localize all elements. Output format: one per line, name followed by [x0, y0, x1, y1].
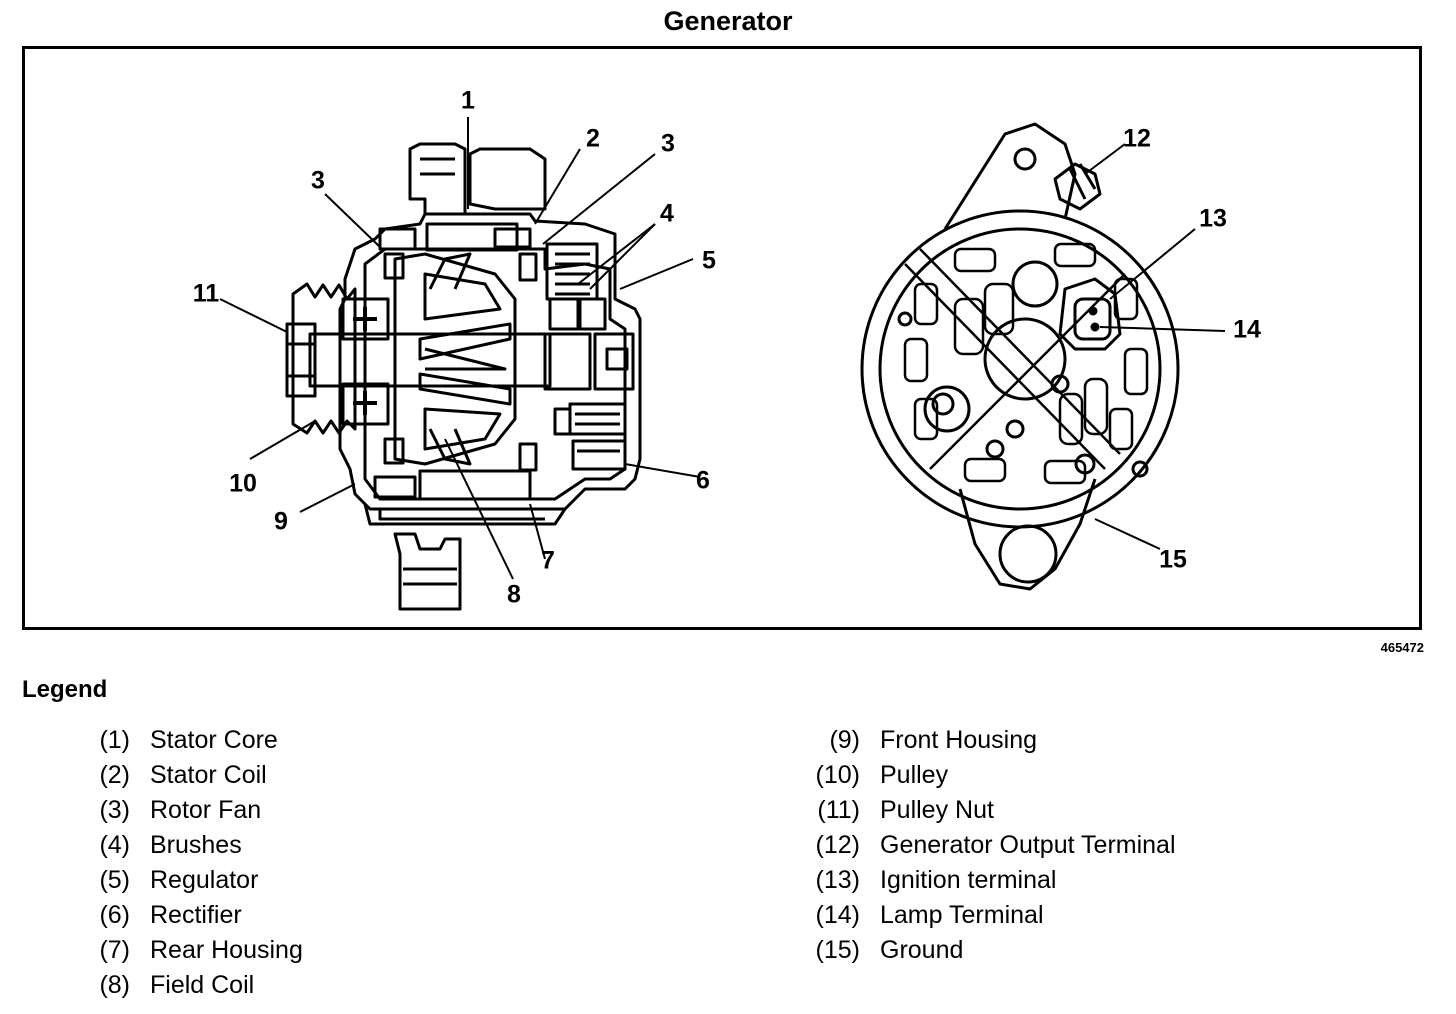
legend-left-column: (1) Stator Core (2) Stator Coil (3) Rotor F…: [60, 726, 303, 1006]
legend-number: (6): [99, 901, 130, 929]
generator-diagram: [219, 117, 1226, 611]
legend-number: (8): [99, 971, 130, 999]
legend-text: Pulley: [880, 761, 949, 789]
callout-4: 4: [660, 199, 674, 228]
legend-text: Ground: [880, 936, 964, 964]
diagram-frame: 1 2 3 3 4 5 6 7 8 9 10 11 12 13 14 15: [22, 46, 1422, 630]
brush-assembly: [543, 242, 635, 391]
legend-item: (4) Brushes: [60, 831, 303, 866]
callout-8: 8: [507, 580, 521, 609]
legend-number: (14): [815, 901, 860, 929]
legend-item: (1) Stator Core: [60, 726, 303, 761]
legend-item: (12) Generator Output Terminal: [790, 831, 1176, 866]
legend-item: (8) Field Coil: [60, 971, 303, 1006]
legend-text: Generator Output Terminal: [880, 831, 1176, 859]
cross-section-view: [285, 142, 642, 611]
legend-number: (15): [815, 936, 860, 964]
stator-core-bottom: [418, 469, 532, 501]
legend-number: (12): [815, 831, 860, 859]
legend-text: Brushes: [150, 831, 242, 859]
rotor-claws: [393, 252, 517, 466]
legend-text: Ignition terminal: [880, 866, 1057, 894]
legend-text: Field Coil: [150, 971, 255, 999]
callout-14: 14: [1233, 315, 1261, 344]
housing-body: [860, 209, 1180, 529]
legend-text: Lamp Terminal: [880, 901, 1044, 929]
rectifier: [553, 402, 627, 471]
legend-number: (10): [815, 761, 860, 789]
legend-number: (1): [99, 726, 130, 754]
legend-text: Pulley Nut: [880, 796, 994, 824]
callout-9: 9: [274, 507, 288, 536]
legend-number: (2): [99, 761, 130, 789]
pulley: [291, 282, 357, 435]
pulley-nut: [285, 322, 317, 398]
legend-number: (11): [817, 796, 860, 824]
housing-outline: [338, 212, 642, 511]
center-boss: [983, 317, 1067, 401]
lower-connector: [393, 532, 462, 611]
figure-number: 465472: [1380, 640, 1424, 655]
legend-item: (7) Rear Housing: [60, 936, 303, 971]
legend-text: Stator Coil: [150, 761, 267, 789]
stator-core-top: [425, 222, 519, 252]
top-mounting-ear: [943, 122, 1077, 230]
terminal-connector: [1058, 277, 1122, 351]
legend-item: (5) Regulator: [60, 866, 303, 901]
legend-item: (14) Lamp Terminal: [790, 901, 1176, 936]
legend-item: (9) Front Housing: [790, 726, 1176, 761]
callout-13: 13: [1199, 204, 1227, 233]
callout-5: 5: [702, 246, 716, 275]
callout-3-left: 3: [311, 166, 325, 195]
top-connector-2: [468, 147, 547, 211]
callout-12: 12: [1123, 124, 1151, 153]
legend-number: (3): [99, 796, 130, 824]
legend-item: (10) Pulley: [790, 761, 1176, 796]
legend-text: Rear Housing: [150, 936, 303, 964]
legend-item: (13) Ignition terminal: [790, 866, 1176, 901]
legend-number: (9): [829, 726, 860, 754]
legend-item: (15) Ground: [790, 936, 1176, 971]
legend-number: (13): [815, 866, 860, 894]
legend-text: Rectifier: [150, 901, 242, 929]
callout-3-right: 3: [661, 129, 675, 158]
legend-item: (2) Stator Coil: [60, 761, 303, 796]
vent-slots: [903, 242, 1149, 485]
legend-number: (5): [99, 866, 130, 894]
callout-15: 15: [1159, 545, 1187, 574]
legend-item: (6) Rectifier: [60, 901, 303, 936]
figure-title: Generator: [663, 6, 793, 36]
legend-right-column: (9) Front Housing (10) Pulley (11) Pulley N…: [790, 726, 1176, 971]
legend-title: Legend: [22, 676, 108, 703]
bottom-mounting-ear: [958, 478, 1097, 591]
callout-1: 1: [461, 86, 475, 115]
rotor-shaft: [308, 332, 552, 388]
top-connector: [408, 142, 467, 216]
callout-7: 7: [541, 546, 555, 575]
legend-text: Stator Core: [150, 726, 278, 754]
rear-end-view: [860, 122, 1180, 591]
legend-item: (3) Rotor Fan: [60, 796, 303, 831]
callout-11: 11: [192, 279, 220, 308]
legend-number: (4): [99, 831, 130, 859]
callout-6: 6: [696, 466, 710, 495]
output-terminal: [1053, 162, 1102, 211]
callout-10: 10: [229, 469, 257, 498]
leader-lines: [219, 117, 1226, 580]
legend-item: (11) Pulley Nut: [790, 796, 1176, 831]
legend-text: Rotor Fan: [150, 796, 262, 824]
legend-text: Front Housing: [880, 726, 1038, 754]
legend-number: (7): [99, 936, 130, 964]
callout-2: 2: [586, 124, 600, 153]
legend-text: Regulator: [150, 866, 259, 894]
